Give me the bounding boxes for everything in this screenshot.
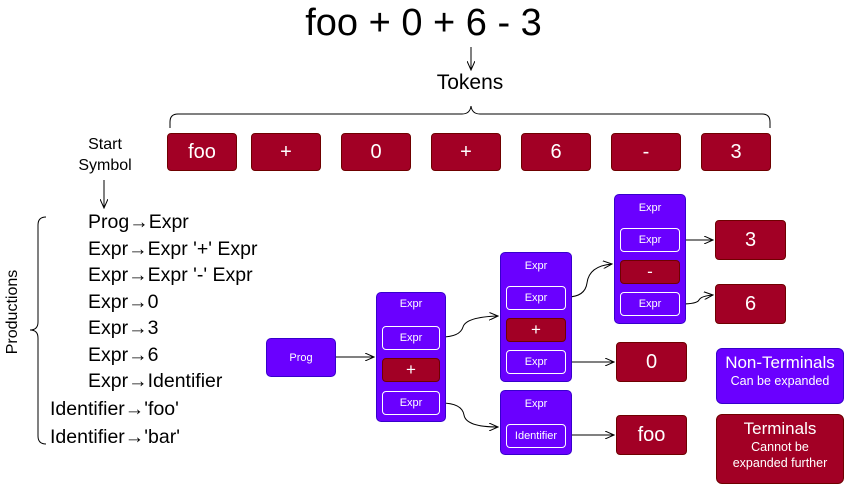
token-foo: foo xyxy=(167,133,237,171)
node-expr-child: Expr xyxy=(506,350,566,374)
node-minus-terminal: - xyxy=(620,260,680,284)
node-expr-identifier: Expr Identifier xyxy=(500,390,572,455)
node-expr-child: Expr xyxy=(620,228,680,252)
leaf-three: 3 xyxy=(715,220,786,260)
production-rule: Expr→0 xyxy=(88,291,159,313)
production-rule: Expr→Expr '+' Expr xyxy=(88,238,258,260)
production-rule: Identifier→'foo' xyxy=(50,398,179,420)
node-plus-terminal: + xyxy=(506,318,566,342)
start-symbol-label: Start Symbol xyxy=(78,136,132,174)
tokens-label: Tokens xyxy=(436,71,504,94)
token-plus: + xyxy=(431,133,501,171)
production-rule: Identifier→'bar' xyxy=(50,426,180,448)
production-rule: Expr→6 xyxy=(88,344,159,366)
production-rule: Expr→Expr '-' Expr xyxy=(88,264,253,286)
node-prog: Prog xyxy=(266,338,336,377)
token-three: 3 xyxy=(701,133,771,171)
node-expr-child: Expr xyxy=(382,391,440,415)
token-zero: 0 xyxy=(341,133,411,171)
node-expr-child: Expr xyxy=(382,326,440,350)
leaf-zero: 0 xyxy=(616,342,687,382)
leaf-six: 6 xyxy=(715,284,786,324)
node-expr-plus-1: Expr Expr + Expr xyxy=(376,292,446,422)
legend-nonterminals: Non-Terminals Can be expanded xyxy=(716,348,844,404)
node-identifier-child: Identifier xyxy=(506,424,566,448)
token-six: 6 xyxy=(521,133,591,171)
node-expr-child: Expr xyxy=(620,292,680,316)
tokens-brace xyxy=(169,105,771,128)
node-expr-child: Expr xyxy=(506,286,566,310)
node-plus-terminal: + xyxy=(382,358,440,382)
legend-terminals: Terminals Cannot be expanded further xyxy=(716,414,844,484)
node-expr-plus-2: Expr Expr + Expr xyxy=(500,252,572,382)
production-rule: Expr→3 xyxy=(88,317,159,339)
leaf-foo: foo xyxy=(616,415,687,455)
production-rule: Prog→Expr xyxy=(88,211,189,233)
token-minus: - xyxy=(611,133,681,171)
expression-title: foo + 0 + 6 - 3 xyxy=(305,2,542,44)
node-expr-minus: Expr Expr - Expr xyxy=(614,194,686,324)
productions-label: Productions xyxy=(4,269,21,355)
token-plus: + xyxy=(251,133,321,171)
production-rule: Expr→Identifier xyxy=(88,370,223,392)
productions-brace xyxy=(29,216,47,445)
